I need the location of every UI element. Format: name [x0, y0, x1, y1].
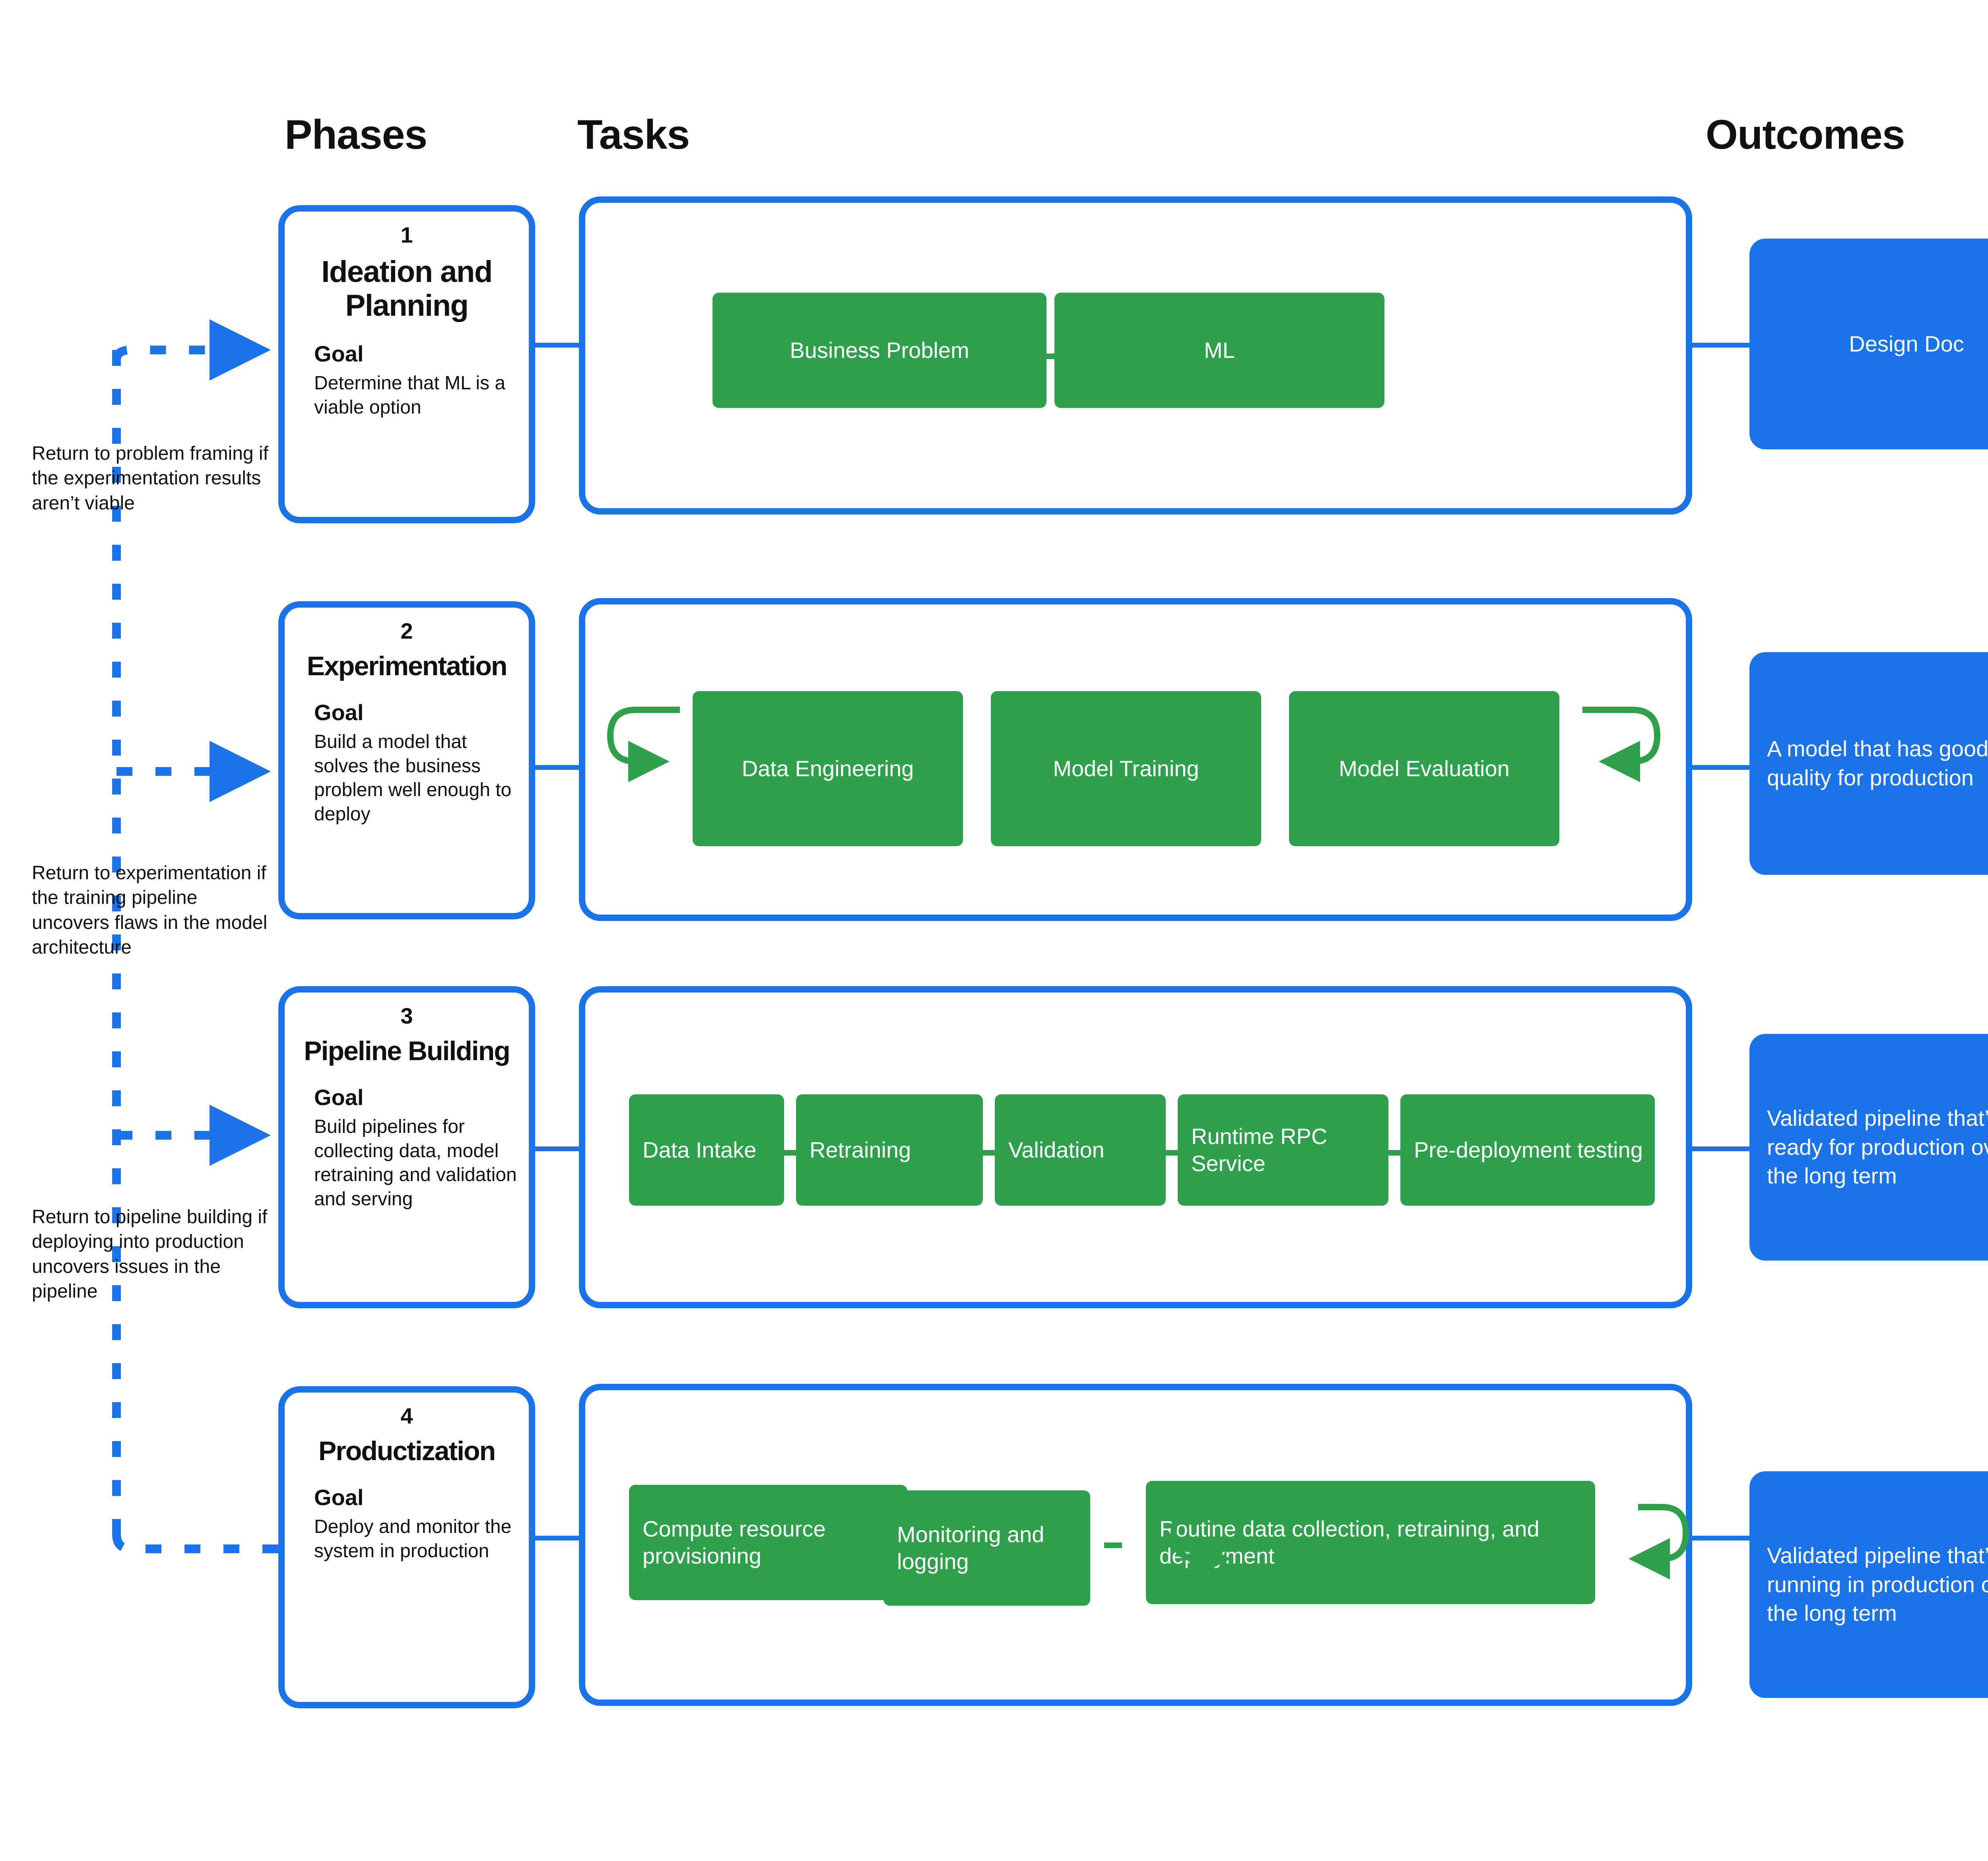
phase-number: 3	[400, 1003, 413, 1028]
phase-card-experimentation[interactable]: 2 Experimentation Goal Build a model tha…	[278, 601, 535, 919]
task-connector	[980, 1150, 996, 1156]
connector-tasks4-outcome	[1690, 1536, 1749, 1540]
connector-tasks3-outcome	[1690, 1146, 1749, 1151]
phase-title: Pipeline Building	[304, 1036, 511, 1066]
task-chip-data-intake[interactable]: Data Intake	[629, 1094, 784, 1206]
task-chip-data-engineering[interactable]: Data Engineering	[693, 691, 963, 846]
phase-title: Productization	[318, 1436, 496, 1466]
task-chip-pre-deployment-testing[interactable]: Pre-deployment testing	[1400, 1094, 1655, 1206]
connector-phase2-tasks	[529, 765, 580, 770]
task-chip-model-evaluation[interactable]: Model Evaluation	[1289, 691, 1559, 846]
task-chip-business-problem[interactable]: Business Problem	[712, 293, 1046, 408]
task-connector	[781, 1150, 797, 1156]
connector-phase3-tasks	[529, 1146, 580, 1151]
task-chip-validation[interactable]: Validation	[995, 1094, 1166, 1206]
phase-number: 2	[400, 618, 413, 643]
phase-card-ideation-and-planning[interactable]: 1 Ideation and Planning Goal Determine t…	[278, 205, 535, 523]
task-connector	[1163, 1150, 1179, 1156]
task-chip-runtime-rpc-service[interactable]: Runtime RPC Service	[1178, 1094, 1388, 1206]
outcome-card-design-doc[interactable]: Design Doc	[1749, 239, 1988, 449]
goal-label: Goal	[314, 700, 364, 725]
phase-title: Experimentation	[307, 651, 508, 681]
task-chip-ml[interactable]: ML	[1054, 293, 1384, 408]
task-chip-monitoring-and-logging[interactable]: Monitoring and logging	[883, 1490, 1090, 1606]
goal-label: Goal	[314, 341, 364, 367]
feedback-arrow-to-ideation	[112, 319, 271, 381]
phase-number: 4	[400, 1403, 413, 1428]
phase-card-pipeline-building[interactable]: 3 Pipeline Building Goal Build pipelines…	[278, 986, 535, 1308]
outcome-card-good-quality-model[interactable]: A model that has good quality for produc…	[1749, 652, 1988, 875]
goal-label: Goal	[314, 1085, 364, 1110]
connector-tasks1-outcome	[1690, 343, 1749, 348]
phase-card-productization[interactable]: 4 Productization Goal Deploy and monitor…	[278, 1386, 535, 1708]
task-connector	[1104, 1542, 1122, 1548]
task-chip-compute-resource-provisioning[interactable]: Compute resource provisioning	[629, 1485, 907, 1600]
column-header-outcomes: Outcomes	[1706, 112, 1905, 158]
connector-tasks2-outcome	[1690, 765, 1749, 770]
connector-phase1-tasks	[529, 343, 580, 348]
note-return-to-problem-framing: Return to problem framing if the experim…	[32, 443, 268, 514]
tasks-panel-pipeline-building: Data Intake Retraining Validation Runtim…	[579, 986, 1692, 1308]
tasks-panel-productization: Compute resource provisioning Monitoring…	[579, 1384, 1692, 1706]
note-return-to-pipeline-building: Return to pipeline building if deploying…	[32, 1206, 268, 1302]
phase-title: Ideation and Planning	[321, 255, 493, 323]
goal-text: Deploy and monitor the system in product…	[314, 1516, 512, 1562]
feedback-arrow-from-productization	[112, 1534, 278, 1553]
goal-label: Goal	[314, 1485, 364, 1510]
note-return-to-experimentation-training-pipeline: Return to experimentation if the trainin…	[32, 863, 268, 958]
column-header-tasks: Tasks	[577, 112, 690, 158]
goal-text: Build a model that solves the business p…	[314, 731, 512, 825]
task-chip-retraining[interactable]: Retraining	[796, 1094, 983, 1206]
task-chip-routine-data-collection-retraining-deployment[interactable]: Routine data collection, retraining, and…	[1146, 1481, 1595, 1604]
goal-text: Determine that ML is a viable option	[314, 373, 506, 418]
phase-number: 1	[400, 222, 413, 247]
outcome-card-validated-pipeline-running[interactable]: Validated pipeline that’s running in pro…	[1749, 1471, 1988, 1698]
tasks-panel-ideation-and-planning: Business Problem ML	[579, 196, 1692, 515]
task-chip-model-training[interactable]: Model Training	[991, 691, 1261, 846]
outcome-card-validated-pipeline-ready[interactable]: Validated pipeline that’s ready for prod…	[1749, 1034, 1988, 1261]
tasks-panel-experimentation: Data Engineering Model Training Model Ev…	[579, 598, 1692, 921]
column-header-phases: Phases	[285, 112, 427, 158]
goal-text: Build pipelines for collecting data, mod…	[314, 1116, 517, 1210]
task-connector	[1386, 1150, 1402, 1156]
connector-phase4-tasks	[529, 1536, 580, 1540]
